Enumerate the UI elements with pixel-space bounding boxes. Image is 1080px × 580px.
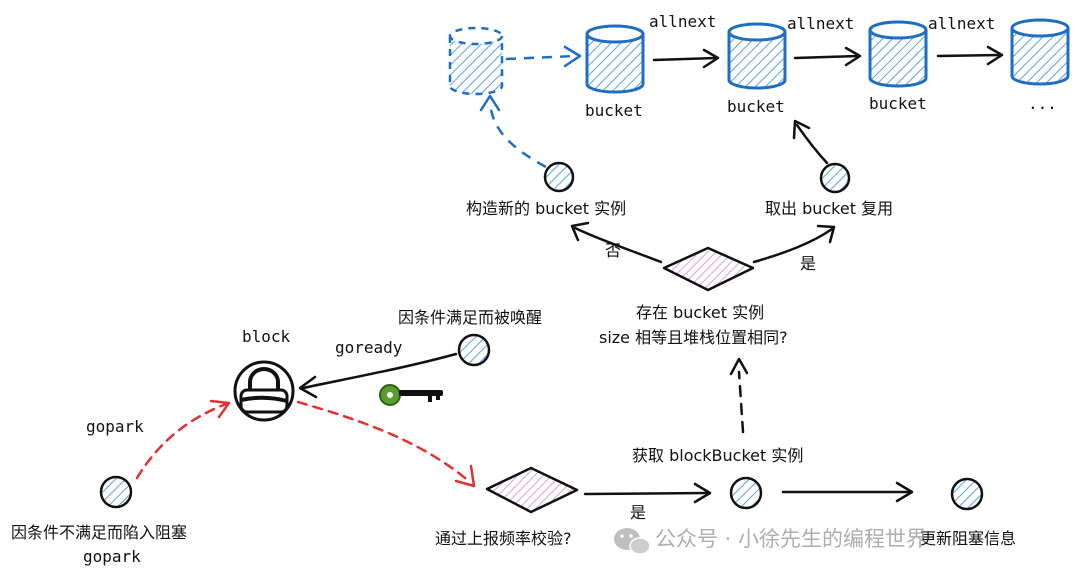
bucket-1 [585, 24, 645, 94]
arrow-new-to-bucket [505, 45, 582, 68]
watermark-text: 公众号 · 小徐先生的编程世界 [655, 527, 927, 551]
bucket-ellipsis: ... [1028, 94, 1057, 113]
decision-line1: 存在 bucket 实例 [636, 303, 764, 322]
no-label: 否 [605, 241, 621, 260]
arrow-yes-branch [752, 224, 836, 264]
woken-node-circle [457, 333, 491, 367]
arrow-reuse-to-bucket [792, 119, 829, 165]
arrow-construct-to-new [479, 94, 547, 169]
decision-line2: size 相等且堆栈位置相同? [599, 328, 788, 347]
trapped-node-circle [99, 475, 133, 509]
arrow-block-to-check [296, 400, 476, 488]
arrow-get-to-decision [729, 357, 749, 434]
arrow-get-to-update [781, 481, 914, 503]
rate-yes-label: 是 [630, 503, 646, 522]
arrow-bucket2-bucket3 [793, 46, 862, 67]
construct-label: 构造新的 bucket 实例 [466, 199, 626, 218]
arrow-gopark [135, 399, 231, 480]
goready-label: goready [335, 338, 403, 357]
get-block-bucket-label: 获取 blockBucket 实例 [632, 446, 803, 465]
rate-check-label: 通过上报频率校验? [435, 529, 572, 548]
construct-node-circle [543, 161, 575, 193]
trapped-label-line2: gopark [83, 547, 141, 566]
bucket-label-3: bucket [869, 94, 927, 113]
block-lock-icon [233, 360, 295, 422]
get-block-bucket-circle [729, 476, 763, 510]
reuse-node-circle [819, 162, 851, 194]
rate-check-diamond [485, 466, 579, 514]
key-icon [379, 384, 443, 406]
decision-exists-diamond [662, 246, 755, 292]
arrow-goready [298, 352, 458, 399]
bucket-label-1: bucket [585, 101, 643, 120]
link-label-3: allnext [928, 14, 995, 33]
link-label-2: allnext [787, 14, 854, 33]
trapped-label-line1: 因条件不满足而陷入阻塞 [11, 523, 187, 542]
yes-label: 是 [800, 254, 816, 273]
block-label: block [242, 327, 291, 346]
link-label-1: allnext [649, 12, 716, 31]
update-node-circle [950, 477, 984, 511]
arrow-bucket3-bucket4 [936, 45, 1004, 66]
update-label: 更新阻塞信息 [920, 529, 1016, 548]
gopark-label: gopark [86, 417, 144, 436]
arrow-bucket1-bucket2 [652, 48, 720, 69]
reuse-label: 取出 bucket 复用 [765, 199, 893, 218]
bucket-3 [868, 20, 928, 88]
wechat-icon [614, 528, 651, 555]
bucket-label-2: bucket [727, 97, 785, 116]
new-bucket-dashed [448, 26, 504, 96]
bucket-2 [727, 22, 787, 90]
woken-label: 因条件满足而被唤醒 [398, 308, 542, 327]
arrow-check-to-get [583, 482, 712, 504]
bucket-4 [1010, 18, 1070, 86]
arrow-no-branch [570, 221, 663, 264]
